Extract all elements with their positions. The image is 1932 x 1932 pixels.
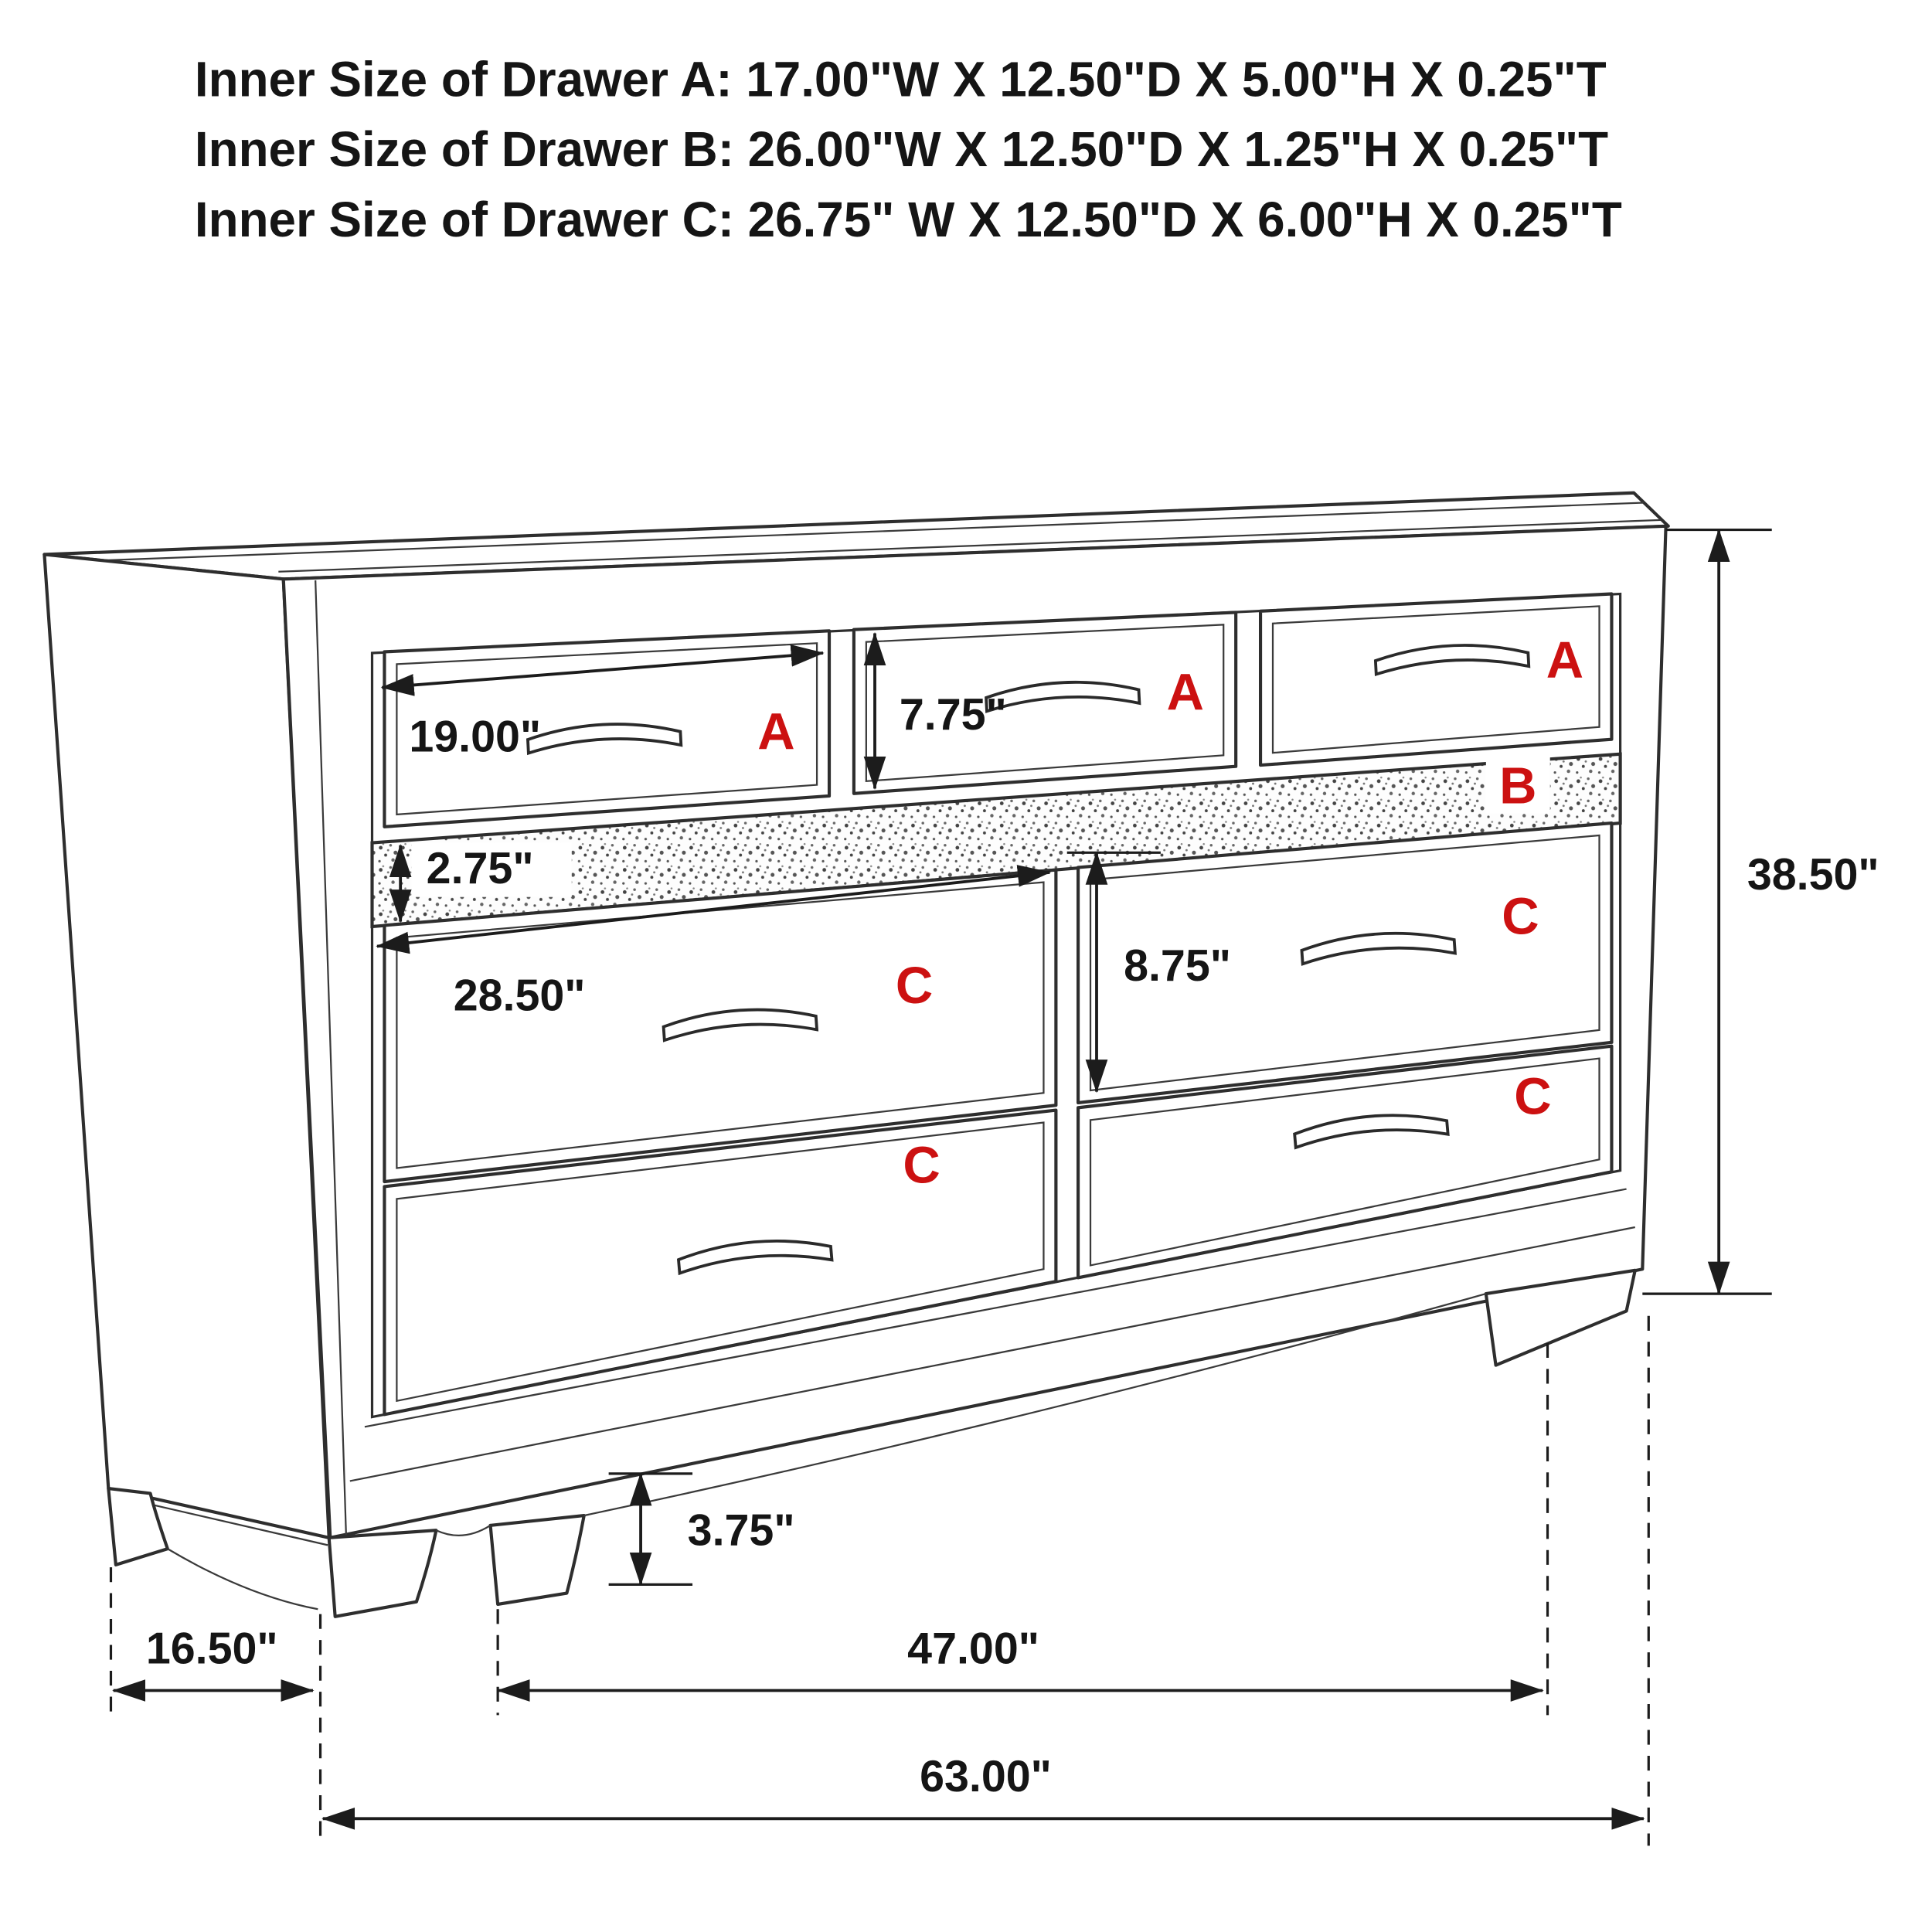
dresser-drawing	[43, 491, 1670, 1618]
label-drawer-a3: A	[1546, 631, 1583, 689]
dimension-foot-height: 3.75"	[608, 1472, 795, 1586]
dresser-left-side-panel	[43, 553, 331, 1539]
dimension-label: 8.75"	[1124, 941, 1231, 991]
label-drawer-c-right-bottom: C	[1514, 1067, 1551, 1125]
dimension-feet-span: 47.00"	[496, 1342, 1549, 1716]
dimension-label: 19.00"	[409, 713, 541, 762]
front-left-foot	[327, 1529, 438, 1618]
dimension-label: 47.00"	[907, 1624, 1039, 1673]
back-left-foot	[107, 1486, 169, 1566]
apron-curve-right	[583, 1293, 1487, 1517]
dimension-annotations: 19.00" 7.75" 2.75" 28.50" 8.75"	[109, 528, 1879, 1846]
label-drawer-c-left-bottom: C	[903, 1137, 940, 1195]
dimension-depth: 16.50"	[109, 1567, 322, 1846]
dimension-label: 28.50"	[454, 971, 586, 1020]
dimension-overall-height: 38.50"	[1642, 528, 1879, 1295]
drawer-labels: A A A B C C C C	[757, 631, 1583, 1195]
drawer-c-right-bottom	[1077, 1044, 1614, 1280]
label-drawer-a2: A	[1167, 663, 1204, 721]
drawer-a3-bevel	[1271, 605, 1600, 754]
drawer-c-right-top	[1077, 821, 1614, 1105]
base-molding-top-line	[364, 1188, 1627, 1428]
label-drawer-b-backplate	[1485, 756, 1550, 814]
front-left-stile-line	[315, 580, 348, 1539]
header-line-3: Inner Size of Drawer C: 26.75" W X 12.50…	[195, 192, 1622, 247]
label-drawer-c-right-top: C	[1502, 888, 1539, 946]
dimension-label: 16.50"	[146, 1624, 278, 1673]
drawer-c-left-bottom-bevel	[396, 1121, 1045, 1403]
top-front-edge-line	[278, 519, 1662, 573]
drawer-a3	[1258, 592, 1614, 767]
label-drawer-c-left-top: C	[896, 957, 933, 1015]
header-line-2: Inner Size of Drawer B: 26.00"W X 12.50"…	[195, 121, 1608, 177]
dimension-drawer-a-height: 7.75"	[863, 631, 1007, 791]
header-line-1: Inner Size of Drawer A: 17.00"W X 12.50"…	[195, 51, 1607, 107]
label-drawer-a1: A	[757, 702, 794, 760]
front-center-foot	[488, 1514, 586, 1606]
base-molding-mid-line	[349, 1226, 1635, 1482]
side-apron-curve	[167, 1548, 318, 1611]
apron-curve-left	[435, 1524, 492, 1536]
dimension-label: 3.75"	[688, 1505, 795, 1555]
front-right-foot	[1484, 1268, 1637, 1367]
drawer-a2	[852, 611, 1238, 795]
arrow-line	[380, 644, 825, 696]
arrow-line	[376, 865, 1052, 954]
label-drawer-b: B	[1499, 757, 1536, 815]
drawer-c-right-bottom-bevel	[1089, 1057, 1600, 1267]
dimension-drawer-c-height: 8.75"	[1066, 851, 1231, 1094]
dimension-overall-width: 63.00"	[321, 1315, 1650, 1846]
dimension-label: 38.50"	[1747, 850, 1879, 900]
dimension-label: 7.75"	[900, 690, 1007, 740]
dimension-drawer-a-width: 19.00"	[380, 644, 825, 762]
dimension-label: 2.75"	[427, 844, 534, 893]
header-text: Inner Size of Drawer A: 17.00"W X 12.50"…	[195, 51, 1622, 247]
top-bevel-line	[63, 502, 1644, 563]
dimension-label: 63.00"	[920, 1752, 1052, 1801]
dimension-drawer-c-width: 28.50"	[376, 865, 1052, 1020]
